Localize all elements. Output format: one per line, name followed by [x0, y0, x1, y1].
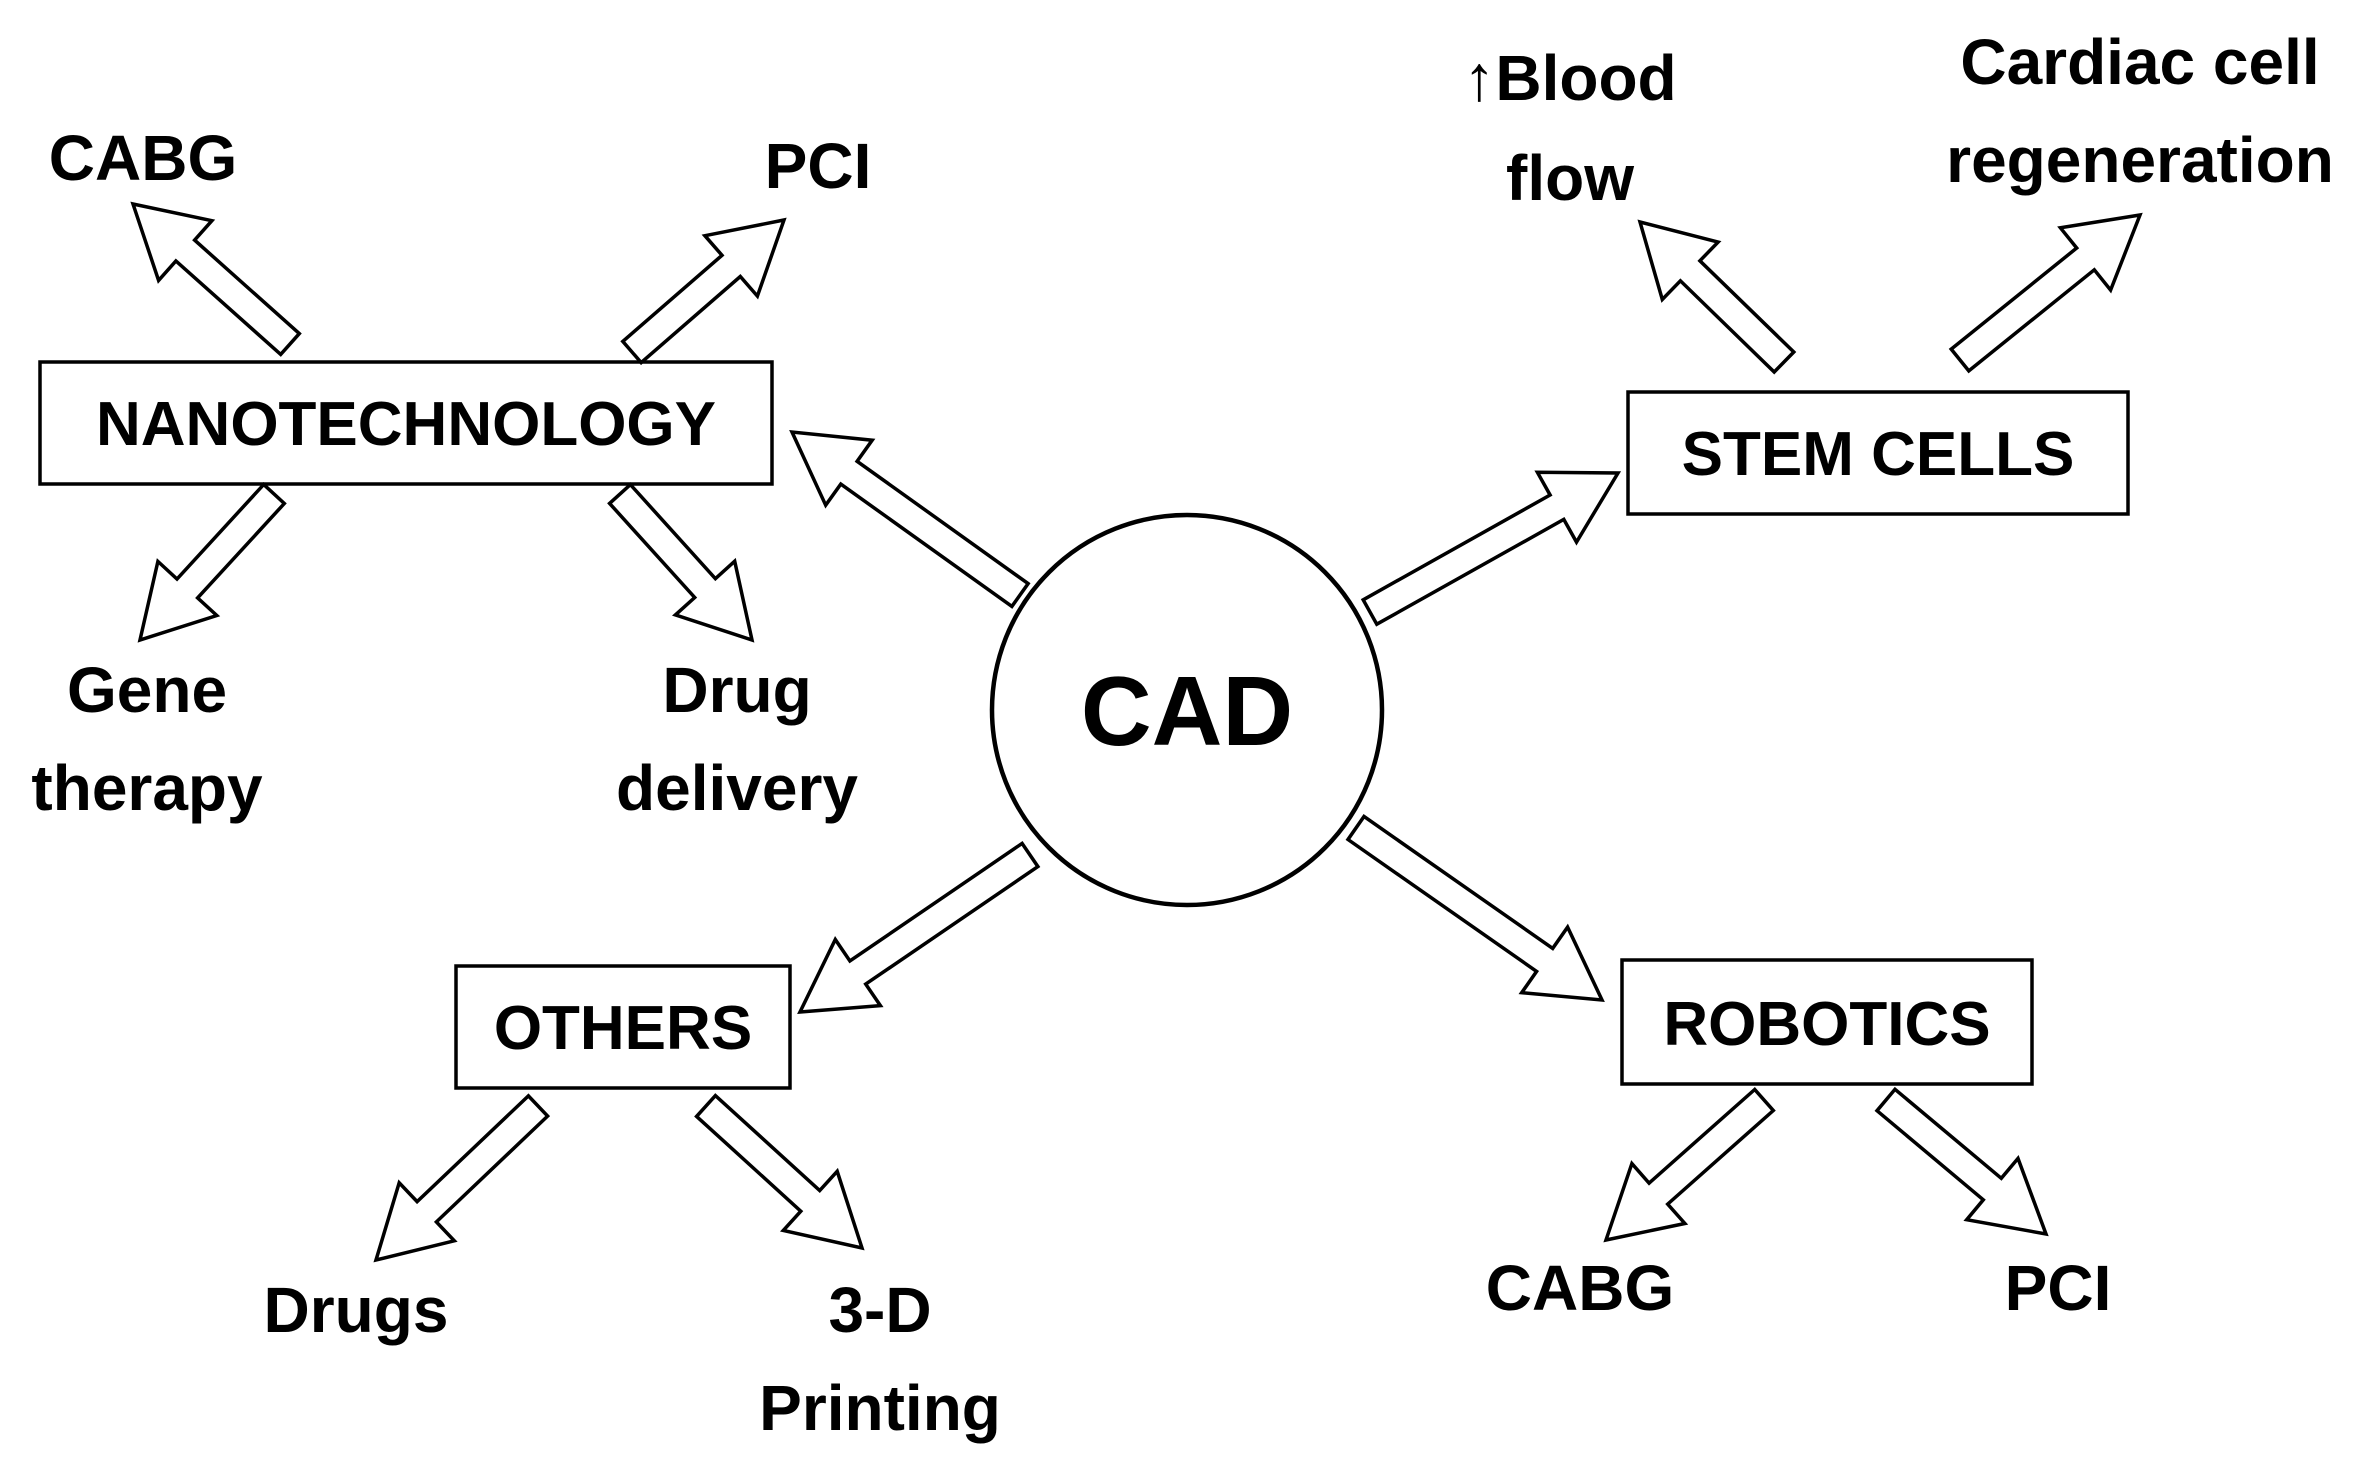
others-drugs-label: Drugs	[264, 1274, 449, 1346]
robotics-label: ROBOTICS	[1663, 990, 1990, 1059]
arrow-cad-to-robotics	[1345, 814, 1605, 1003]
arrow-nano-to-pci	[620, 217, 787, 366]
nanotechnology-label: NANOTECHNOLOGY	[96, 390, 716, 459]
arrow-others-to-drugs	[373, 1093, 551, 1263]
arrow-nano-to-drug-delivery	[607, 482, 755, 643]
arrow-stem-to-cardiac-regeneration	[1948, 212, 2143, 374]
cad-label: CAD	[1081, 656, 1293, 766]
arrow-others-to-3d-printing	[694, 1093, 865, 1251]
stem-blood-flow-line1: ↑Blood	[1463, 42, 1676, 114]
arrow-robotics-to-pci	[1874, 1086, 2049, 1237]
stem-cardiac-regeneration-line1: Cardiac cell	[1960, 26, 2319, 98]
robotics-box	[1620, 958, 2034, 1086]
robotics-cabg-label: CABG	[1486, 1252, 1674, 1324]
arrow-cad-to-others	[797, 840, 1041, 1014]
others-3d-printing-line1: 3-D	[828, 1274, 931, 1346]
nano-drug-delivery-line1: Drug	[662, 654, 811, 726]
cad-circle	[989, 512, 1385, 908]
stem-cells-box	[1626, 390, 2130, 516]
nano-cabg-label: CABG	[49, 122, 237, 194]
nano-pci-label: PCI	[765, 130, 872, 202]
robotics-pci-label: PCI	[2005, 1252, 2112, 1324]
arrow-cad-to-nanotechnology	[789, 429, 1031, 609]
arrow-nano-to-gene-therapy	[137, 482, 287, 643]
stem-cells-label: STEM CELLS	[1682, 420, 2075, 489]
arrow-robotics-to-cabg	[1603, 1087, 1776, 1243]
nano-gene-therapy-line2: therapy	[31, 752, 263, 824]
stem-blood-flow-line2: flow	[1506, 142, 1634, 214]
nanotechnology-box	[38, 360, 774, 486]
nano-gene-therapy-line1: Gene	[67, 654, 227, 726]
nano-drug-delivery-line2: delivery	[616, 752, 858, 824]
others-label: OTHERS	[494, 994, 752, 1063]
others-3d-printing-line2: Printing	[759, 1372, 1001, 1444]
arrow-cad-to-stem-cells	[1360, 470, 1622, 627]
stem-cardiac-regeneration-line2: regeneration	[1946, 124, 2334, 196]
arrow-stem-to-blood-flow	[1637, 219, 1797, 375]
arrow-nano-to-cabg	[130, 201, 302, 357]
others-box	[454, 964, 792, 1090]
